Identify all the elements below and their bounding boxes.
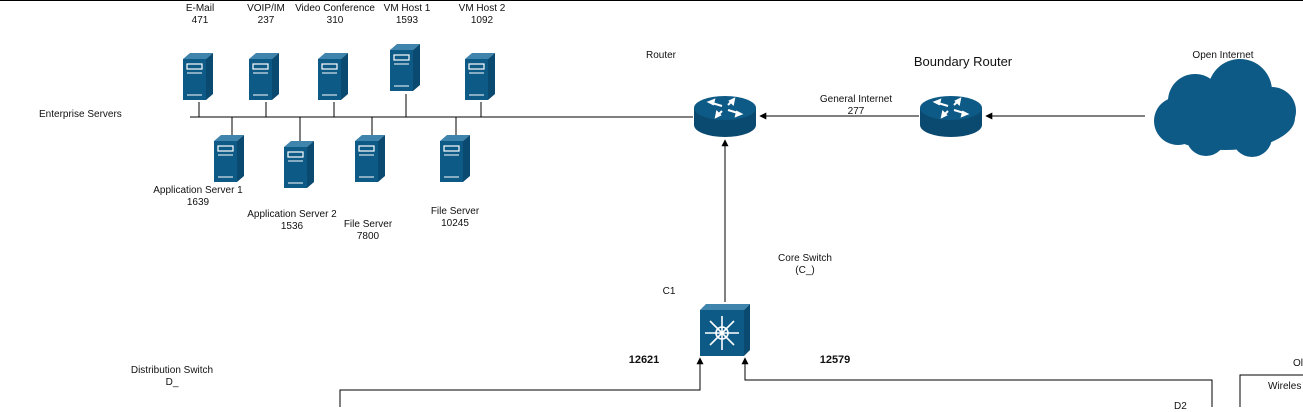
server-icon bbox=[248, 52, 280, 101]
server-bus bbox=[190, 94, 693, 141]
core-switch-label: Core Switch(C_) bbox=[778, 253, 832, 276]
router-label: Router bbox=[645, 50, 677, 61]
connections bbox=[339, 112, 1303, 407]
server-icon bbox=[464, 52, 496, 101]
server-icon bbox=[283, 140, 315, 189]
right-edge-label-wireless: Wireles bbox=[1268, 381, 1302, 392]
router-icon bbox=[920, 96, 982, 137]
right-edge-label-top: Ol bbox=[1293, 358, 1303, 369]
cloud-icon bbox=[1154, 59, 1296, 157]
boundary-router-label: Boundary Router bbox=[913, 54, 1013, 69]
enterprise-servers-label: Enterprise Servers bbox=[39, 109, 122, 120]
server-icon bbox=[317, 52, 349, 101]
c1-label: C1 bbox=[662, 286, 676, 297]
server-icon bbox=[182, 52, 214, 101]
open-internet-label: Open Internet bbox=[1192, 50, 1254, 61]
server-icon bbox=[389, 43, 421, 92]
right-link-value: 12579 bbox=[819, 354, 851, 366]
server-icon bbox=[439, 134, 471, 183]
left-link-value: 12621 bbox=[628, 354, 660, 366]
router-icon bbox=[694, 96, 756, 137]
core-switch-icon bbox=[700, 304, 750, 356]
server-icon bbox=[213, 134, 245, 183]
server-icon bbox=[354, 134, 386, 183]
